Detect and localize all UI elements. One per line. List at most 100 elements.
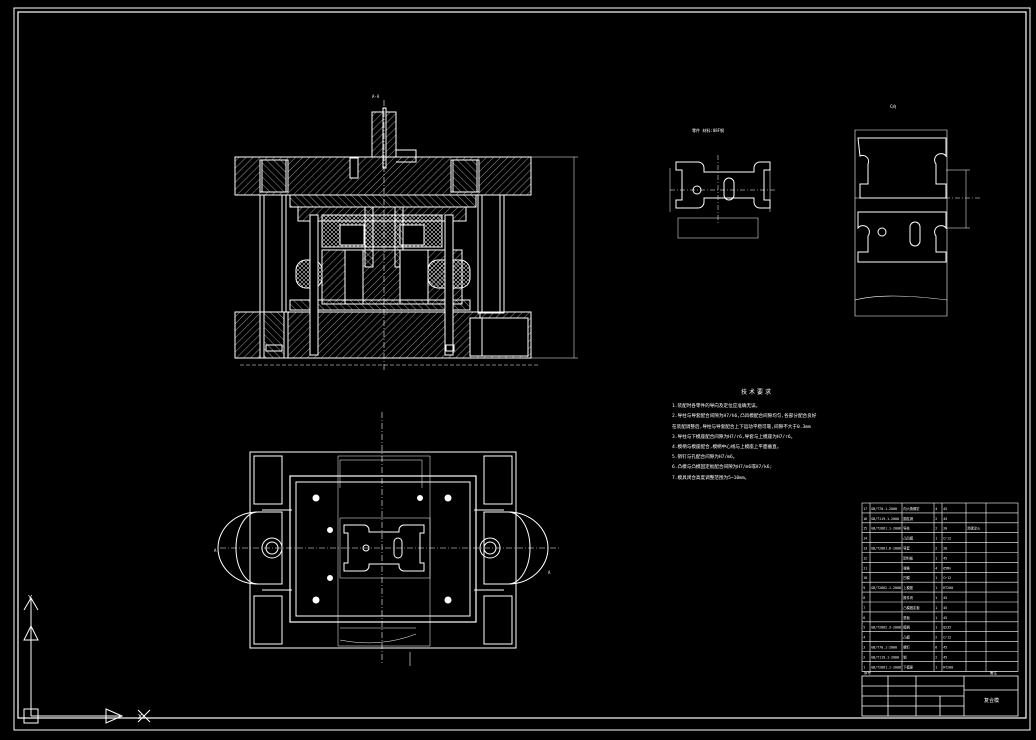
bom-cell: 2 (935, 636, 937, 640)
bom-cell: GB/T119.1-2000 (871, 655, 899, 659)
bom-cell: 9 (863, 586, 865, 590)
bom-cell: 45 (943, 646, 947, 650)
bom-cell: 17 (863, 507, 867, 511)
bom-cell: 1 (935, 586, 937, 590)
inner-frame (17, 11, 1027, 719)
part-view-b[interactable]: 零件 材料:08F钢 (669, 127, 775, 239)
bom-cell: 45 (943, 616, 947, 620)
title-block[interactable]: 复合模 序号 备注 (861, 670, 1019, 717)
part-label: 零件 材料:08F钢 (692, 127, 724, 133)
bom-cell: 1 (863, 665, 865, 669)
title-block-col-right: 备注 (990, 670, 998, 675)
bom-cell: 1 (935, 606, 937, 610)
bom-cell: GB/T2861.6-2008 (871, 547, 901, 551)
bom-cell: 凹模 (903, 575, 910, 580)
guide-hole-left[interactable] (261, 537, 283, 559)
bom-cell: 1 (935, 576, 937, 580)
bom-cell: 3 (863, 646, 865, 650)
bom-cell: 2 (935, 655, 937, 659)
bom-cell: 11 (863, 566, 867, 570)
bom-cell: GB/T70.1-2000 (871, 507, 897, 511)
tech-note-item: 3.导柱与下模座配合间隙为H7/r6,导套与上模座为H7/r6。 (672, 434, 796, 440)
view-c[interactable]: C向 (854, 103, 980, 317)
die-block[interactable] (321, 249, 463, 305)
bom-cell: GB/T70.1-2000 (871, 646, 897, 650)
bom-cell: GB/T2861.1-2008 (871, 665, 901, 669)
bom-cell: 4 (935, 566, 937, 570)
technical-requirements: 技术要求 1.装配时各零件的导向及定位应准确无误。 2.导柱与导套配合间隙为H7… (672, 388, 842, 484)
bom-cell: GB/T2862.3-2008 (871, 626, 901, 630)
bom-cell: 6 (863, 616, 865, 620)
bom-cell: 7 (863, 606, 865, 610)
bom-cell: 2 (935, 547, 937, 551)
section-label: A-A (372, 94, 380, 99)
bom-cell: 45 (943, 556, 947, 560)
bom-cell: Cr12 (943, 576, 951, 580)
bom-cell: 模柄 (903, 625, 910, 630)
bom-cell: 推件块 (903, 595, 914, 600)
bom-cell: 8 (863, 596, 865, 600)
bom-cell: 1 (935, 665, 937, 669)
bom-cell: 45 (943, 517, 947, 521)
bom-cell: 1 (935, 537, 937, 541)
bom-cell: 14 (863, 537, 867, 541)
bom-cell: 2 (935, 527, 937, 531)
view-c-label: C向 (890, 103, 896, 109)
title-block-name: 复合模 (984, 697, 999, 704)
bom-cell: 1 (935, 626, 937, 630)
bom-cell: 1 (935, 596, 937, 600)
tech-note-item: 在装配调整后,导柱与导套配合上下运动平稳可靠,间隙不大于0.3mm (672, 424, 811, 430)
bom-cell: 6 (935, 646, 937, 650)
bom-cell: 20 (943, 527, 947, 531)
ucs-y-label: Y (28, 594, 33, 602)
bom-cell: 12 (863, 556, 867, 560)
bom-cell: 下模座 (903, 664, 914, 669)
bom-cell: 导柱 (903, 526, 910, 531)
ucs-x-label: X (138, 713, 143, 721)
plan-view[interactable]: A A (214, 412, 560, 666)
bom-cell: 1 (935, 616, 937, 620)
bom-cell: 凸模 (903, 635, 910, 640)
tech-note-item: 7.模具闭合高度调整范围为5~10mm。 (672, 475, 750, 481)
bom-cell: Q235 (943, 626, 951, 630)
bom-cell: 2 (863, 655, 865, 659)
bom-cell: 凸模固定板 (903, 605, 920, 610)
bom-cell: 螺钉 (903, 645, 910, 650)
bom-cell: 45 (943, 655, 947, 659)
bom-cell: 内六角螺钉 (903, 506, 920, 511)
bom-cell: 凸凹模 (903, 536, 914, 541)
bom-cell: Cr12 (943, 537, 951, 541)
bom-cell: 16 (863, 517, 867, 521)
bom-cell: GB/T2862.1-2008 (871, 586, 901, 590)
bom-cell: GB/T2861.1-2008 (871, 527, 901, 531)
tech-note-item: 4.模柄与模座配合,模柄中心线与上模座上平面垂直。 (672, 445, 782, 451)
bom-cell: 4 (935, 507, 937, 511)
tech-note-item: 1.装配时各零件的导向及定位应准确无误。 (672, 404, 761, 410)
tech-note-item: 2.导柱与导套配合间隙为H7/h6,凸凹模配合间隙均匀,各部分配合良好 (672, 414, 817, 420)
bom-cell: 垫板 (903, 615, 910, 620)
bom-cell: 上模座 (903, 585, 914, 590)
title-block-col-left: 序号 (864, 670, 872, 675)
section-arrow-label: A (214, 548, 217, 553)
bom-cell: HT200 (943, 665, 953, 669)
bom-cell: 1 (935, 556, 937, 560)
lower-die-base-plan[interactable] (249, 451, 517, 649)
bom-cell: 卸料板 (903, 555, 914, 560)
bom-cell: 渗碳淬火 (967, 526, 981, 531)
section-view-aa[interactable]: A-A (234, 94, 578, 370)
bom-cell: 20 (943, 547, 947, 551)
bom-cell: 45 (943, 606, 947, 610)
bom-cell: 圆柱销 (903, 516, 914, 521)
bom-cell: 13 (863, 547, 867, 551)
bom-cell: 5 (863, 626, 865, 630)
tech-note-item: 5.销钉与孔配合间隙为H7/m6。 (672, 455, 738, 461)
bom-cell: 2 (935, 517, 937, 521)
bom-cell: 45 (943, 596, 947, 600)
technical-requirements-title: 技术要求 (740, 389, 773, 396)
bom-cell: Cr12 (943, 636, 951, 640)
bom-cell: 15 (863, 527, 867, 531)
guide-hole-right[interactable] (479, 537, 501, 559)
